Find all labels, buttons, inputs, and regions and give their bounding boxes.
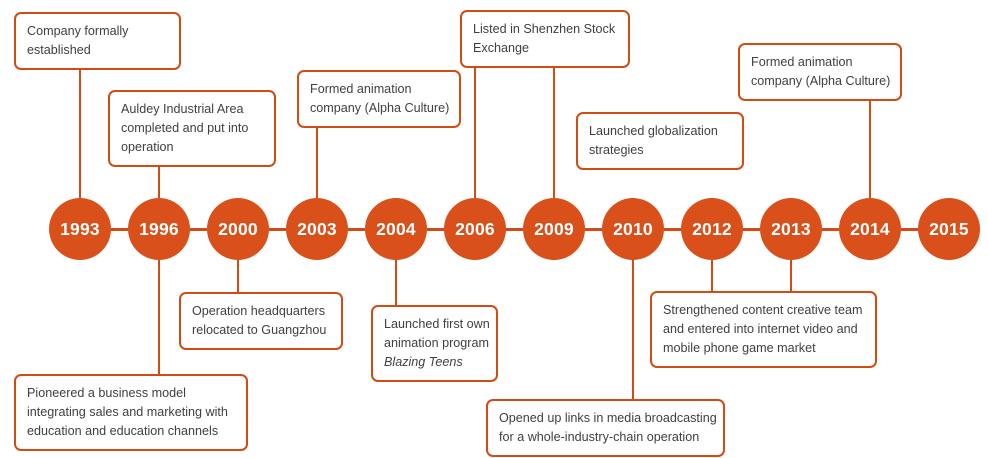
event-line-italic: Blazing Teens bbox=[384, 355, 463, 370]
year-label: 2004 bbox=[376, 218, 416, 239]
event-line: operation bbox=[121, 140, 174, 155]
event-line: Launched first own bbox=[384, 317, 490, 331]
event-line: Strengthened content creative team bbox=[663, 303, 863, 317]
event-line: established bbox=[27, 43, 91, 58]
event-line: Operation headquarters bbox=[192, 304, 326, 318]
connector-2010-below bbox=[632, 260, 634, 400]
event-callout-1993[interactable]: Company formally established bbox=[14, 12, 181, 71]
year-node-2010[interactable]: 2010 bbox=[602, 198, 664, 260]
event-callout-2014[interactable]: Formed animation company (Alpha Culture) bbox=[738, 43, 902, 102]
year-node-2014[interactable]: 2014 bbox=[839, 198, 901, 260]
spine-segment bbox=[901, 227, 918, 231]
year-label: 2015 bbox=[929, 218, 969, 239]
spine-segment bbox=[111, 227, 128, 231]
event-callout-2003[interactable]: Formed animation company (Alpha Culture) bbox=[297, 70, 461, 129]
year-label: 2012 bbox=[692, 218, 732, 239]
event-line: Launched globalization bbox=[589, 124, 718, 138]
event-line: Opened up links in media broadcasting bbox=[499, 411, 717, 425]
year-node-1993[interactable]: 1993 bbox=[49, 198, 111, 260]
event-line: completed and put into bbox=[121, 121, 249, 136]
year-label: 1996 bbox=[139, 218, 179, 239]
year-label: 2009 bbox=[534, 218, 574, 239]
event-callout-2000[interactable]: Operation headquarters relocated to Guan… bbox=[179, 292, 343, 351]
event-line: Listed in Shenzhen Stock bbox=[473, 22, 616, 36]
connector-2003-above bbox=[316, 125, 318, 198]
event-line: Exchange bbox=[473, 41, 530, 56]
year-node-2013[interactable]: 2013 bbox=[760, 198, 822, 260]
event-line: Company formally bbox=[27, 24, 129, 38]
event-callout-1996-below[interactable]: Pioneered a business model integrating s… bbox=[14, 374, 248, 452]
event-line: education and education channels bbox=[27, 424, 219, 439]
event-line: company (Alpha Culture) bbox=[310, 101, 450, 116]
year-node-1996[interactable]: 1996 bbox=[128, 198, 190, 260]
event-line: Pioneered a business model bbox=[27, 386, 186, 400]
spine-segment bbox=[269, 227, 286, 231]
connector-2013-below bbox=[790, 260, 792, 292]
event-line: Formed animation bbox=[310, 82, 412, 96]
connector-2014-above bbox=[869, 95, 871, 198]
event-line: strategies bbox=[589, 143, 644, 158]
year-node-2000[interactable]: 2000 bbox=[207, 198, 269, 260]
event-line: mobile phone game market bbox=[663, 341, 816, 356]
year-label: 2006 bbox=[455, 218, 495, 239]
year-label: 2014 bbox=[850, 218, 890, 239]
year-node-2004[interactable]: 2004 bbox=[365, 198, 427, 260]
connector-2006-above bbox=[474, 62, 476, 198]
event-line: and entered into internet video and bbox=[663, 322, 858, 337]
year-label: 2000 bbox=[218, 218, 258, 239]
connector-2000-below bbox=[237, 260, 239, 293]
year-node-2006[interactable]: 2006 bbox=[444, 198, 506, 260]
spine-segment bbox=[664, 227, 681, 231]
year-node-2003[interactable]: 2003 bbox=[286, 198, 348, 260]
event-callout-2012[interactable]: Strengthened content creative team and e… bbox=[650, 291, 877, 369]
spine-segment bbox=[743, 227, 760, 231]
event-callout-2010[interactable]: Opened up links in media broadcasting fo… bbox=[486, 399, 725, 458]
event-line: Formed animation bbox=[751, 55, 853, 69]
event-line: animation program bbox=[384, 336, 489, 351]
spine-segment bbox=[506, 227, 523, 231]
spine-segment bbox=[190, 227, 207, 231]
connector-1996-above bbox=[158, 165, 160, 198]
year-label: 2013 bbox=[771, 218, 811, 239]
spine-segment bbox=[348, 227, 365, 231]
connector-2009-above bbox=[553, 55, 555, 198]
connector-2004-below bbox=[395, 260, 397, 305]
year-node-2015[interactable]: 2015 bbox=[918, 198, 980, 260]
event-line: integrating sales and marketing with bbox=[27, 405, 228, 420]
event-line: company (Alpha Culture) bbox=[751, 74, 891, 89]
spine-segment bbox=[585, 227, 602, 231]
connector-1993-above bbox=[79, 55, 81, 198]
connector-1996-below bbox=[158, 260, 160, 375]
year-label: 2003 bbox=[297, 218, 337, 239]
spine-segment bbox=[427, 227, 444, 231]
year-label: 2010 bbox=[613, 218, 653, 239]
event-line: for a whole-industry-chain operation bbox=[499, 430, 700, 445]
year-node-2009[interactable]: 2009 bbox=[523, 198, 585, 260]
event-callout-2004[interactable]: Launched first own animation program Bla… bbox=[371, 305, 498, 383]
year-node-2012[interactable]: 2012 bbox=[681, 198, 743, 260]
connector-2012-below bbox=[711, 260, 713, 292]
event-line: Auldey Industrial Area bbox=[121, 102, 244, 116]
year-label: 1993 bbox=[60, 218, 100, 239]
event-line: relocated to Guangzhou bbox=[192, 323, 327, 338]
event-callout-2006[interactable]: Listed in Shenzhen Stock Exchange bbox=[460, 10, 630, 69]
event-callout-2009[interactable]: Launched globalization strategies bbox=[576, 112, 744, 171]
event-callout-1996-above[interactable]: Auldey Industrial Area completed and put… bbox=[108, 90, 276, 168]
spine-segment bbox=[822, 227, 839, 231]
